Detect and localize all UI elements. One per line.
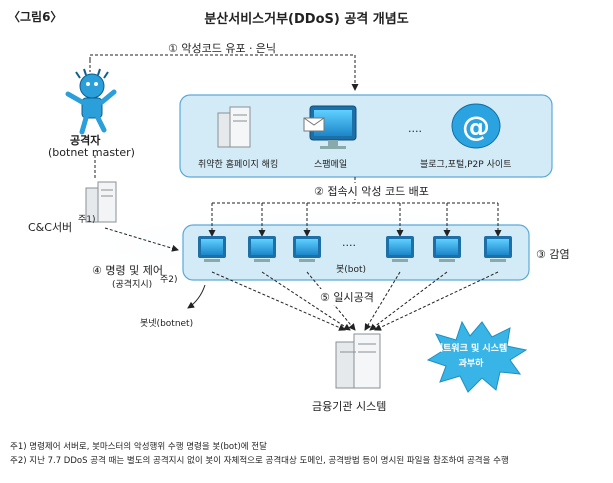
site-dots: .... xyxy=(408,122,422,135)
attacker-icon xyxy=(65,68,117,135)
site-blog-label: 블로그,포털,P2P 사이트 xyxy=(420,160,512,170)
bot-dots: .... xyxy=(342,236,356,249)
step1-arrow xyxy=(89,54,359,91)
attack-line-2 xyxy=(261,271,351,331)
bot-computer-4 xyxy=(386,236,414,262)
attacker-sub-label: (botnet master) xyxy=(48,146,135,159)
attack-line-4 xyxy=(364,271,401,331)
attack-line-1 xyxy=(211,271,346,331)
cc-to-bots-arrow xyxy=(104,227,179,252)
overload-burst xyxy=(426,320,528,393)
at-sign-icon: @ xyxy=(451,103,501,149)
botnet-pointer xyxy=(187,284,206,309)
bot-computer-6 xyxy=(484,236,512,262)
bot-label: 봇(bot) xyxy=(336,265,367,275)
footnote-1: 주1) 명령제어 서버로, 봇마스터의 악성행위 수행 명령을 봇(bot)에 … xyxy=(10,442,267,452)
attacker-label: 공격자 xyxy=(70,134,101,147)
svg-text:@: @ xyxy=(462,110,490,143)
overload-line1: 네트워크 및 시스템 xyxy=(434,344,508,354)
site-hacked-label: 취약한 홈페이지 해킹 xyxy=(198,160,279,170)
site-spam-label: 스팸메일 xyxy=(314,160,348,170)
step2-label: ② 접속시 악성 코드 배포 xyxy=(312,183,431,199)
attack-line-6 xyxy=(374,271,499,331)
botnet-label: 봇넷(botnet) xyxy=(140,319,194,329)
target-server-icon xyxy=(335,333,381,389)
attack-line-5 xyxy=(369,271,448,331)
step4-sub-label: (공격지시) xyxy=(112,280,153,290)
diagram-title: 분산서비스거부(DDoS) 공격 개념도 xyxy=(204,12,409,27)
web-server-icon xyxy=(217,106,251,148)
bot-computer-5 xyxy=(433,236,461,262)
cc-server-note: 주1) xyxy=(78,215,96,225)
spam-mail-icon xyxy=(303,105,357,149)
step4-label: ④ 명령 및 제어 xyxy=(92,264,163,277)
bot-computer-3 xyxy=(293,236,321,262)
bot-computer-1 xyxy=(198,236,226,262)
cc-server-icon xyxy=(85,181,117,223)
figure-label: 〈그림6〉 xyxy=(8,10,63,24)
target-label: 금융기관 시스템 xyxy=(312,400,387,413)
overload-line2: 과부하 xyxy=(458,359,484,369)
footnote-2: 주2) 지난 7.7 DDoS 공격 때는 별도의 공격지시 없이 봇이 자체적… xyxy=(10,456,509,466)
cc-server-label: C&C서버 xyxy=(28,221,73,234)
step1-label: ① 악성코드 유포ㆍ은닉 xyxy=(168,42,276,55)
bot-computer-2 xyxy=(248,236,276,262)
step4-note: 주2) xyxy=(160,275,178,285)
step5-label: ⑤ 일시공격 xyxy=(318,289,376,305)
step3-label: ③ 감염 xyxy=(536,248,570,261)
